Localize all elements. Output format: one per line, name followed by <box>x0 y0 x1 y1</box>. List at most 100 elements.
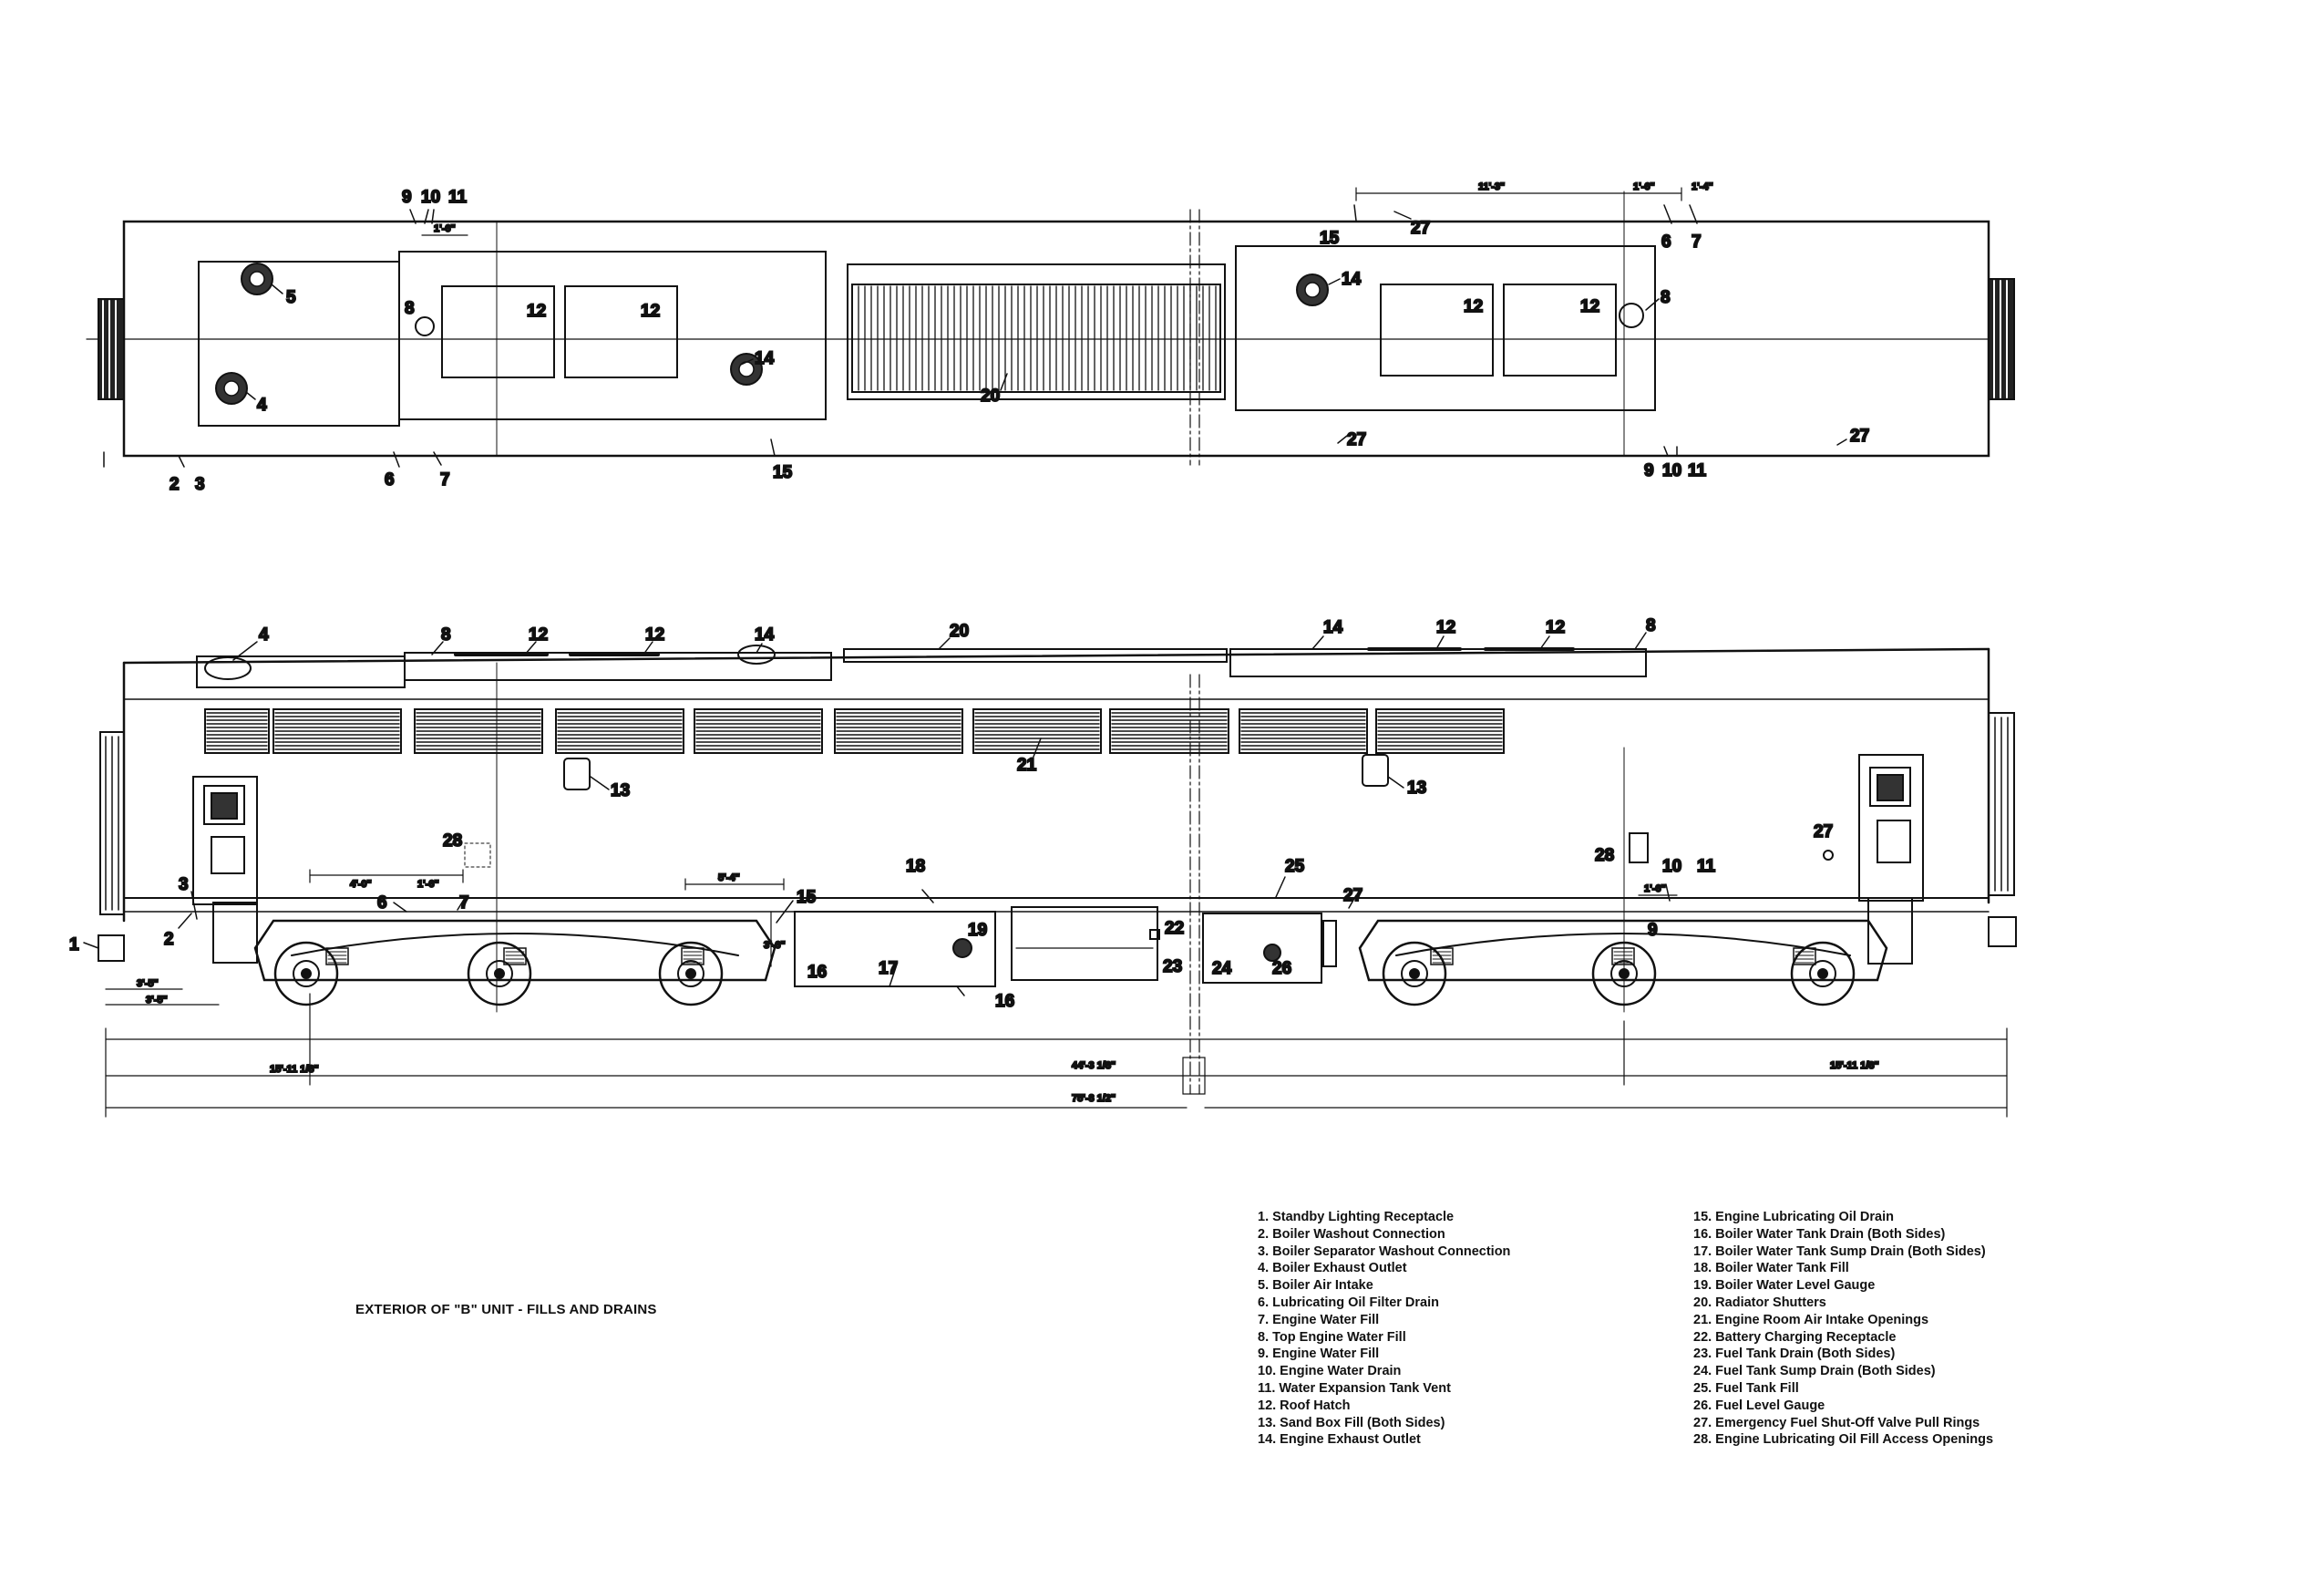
callout-12: 12 <box>645 625 664 645</box>
callout-12: 12 <box>1580 297 1599 316</box>
callout-27: 27 <box>1411 219 1430 238</box>
top-leaders <box>103 204 1847 468</box>
rear-diaphragm <box>1988 712 2015 896</box>
callout-27: 27 <box>1347 430 1366 449</box>
legend-item: 21. Engine Room Air Intake Openings <box>1693 1312 1929 1327</box>
figure-caption: EXTERIOR OF "B" UNIT - FILLS AND DRAINS <box>355 1302 657 1317</box>
exhaust-stack-icon <box>737 645 776 665</box>
dim-1-6: 1'-6" <box>1633 181 1655 192</box>
dim-3-5: 3'-5" <box>146 995 168 1006</box>
legend-column-1: 1. Standby Lighting Receptacle 2. Boiler … <box>1258 1209 1510 1449</box>
callout-11: 11 <box>1697 857 1716 876</box>
boiler-exhaust-stack-icon <box>204 656 252 680</box>
rear-step <box>1858 754 1924 965</box>
radiator-shutters <box>847 263 1226 400</box>
water-fill-cap-icon <box>415 316 435 336</box>
fuel-level-gauge-icon <box>1263 944 1281 962</box>
callout-12: 12 <box>527 302 546 321</box>
legend-item: 19. Boiler Water Level Gauge <box>1693 1278 1876 1294</box>
front-buffer <box>98 934 125 962</box>
front-coupler <box>98 298 125 400</box>
callout-11: 11 <box>448 188 468 207</box>
front-step <box>192 776 258 964</box>
callout-10: 10 <box>421 188 440 207</box>
legend-item: 10. Engine Water Drain <box>1258 1364 1402 1379</box>
legend-item: 26. Fuel Level Gauge <box>1693 1398 1825 1413</box>
callout-12: 12 <box>529 625 548 645</box>
callout-14: 14 <box>755 625 775 645</box>
callout-5: 5 <box>286 288 296 307</box>
air-intake-grilles <box>204 708 1505 754</box>
wheel <box>658 941 724 1006</box>
legend-item: 9. Engine Water Fill <box>1258 1347 1380 1362</box>
callout-27: 27 <box>1814 822 1833 841</box>
grille <box>273 708 402 754</box>
boiler-water-tank <box>794 911 996 987</box>
callout-3: 3 <box>179 875 189 894</box>
rear-buffer <box>1988 916 2017 947</box>
legend-item: 13. Sand Box Fill (Both Sides) <box>1258 1415 1445 1430</box>
front-diaphragm <box>99 731 125 915</box>
dim-5-4: 5'-4" <box>718 872 740 883</box>
callout-7: 7 <box>1692 232 1702 252</box>
callout-12: 12 <box>641 302 660 321</box>
legend-item: 2. Boiler Washout Connection <box>1258 1226 1445 1242</box>
dim-1-6: 1'-6" <box>434 223 456 234</box>
roof-hatch <box>441 285 555 378</box>
callout-1: 1 <box>69 935 79 954</box>
callout-10: 10 <box>1662 857 1681 876</box>
callout-9: 9 <box>1648 921 1658 940</box>
callout-16: 16 <box>995 992 1014 1011</box>
legend-item: 7. Engine Water Fill <box>1258 1312 1380 1327</box>
grille <box>1239 708 1368 754</box>
legend-item: 18. Boiler Water Tank Fill <box>1693 1261 1849 1276</box>
dim-11-3: 11'-3" <box>1478 181 1505 192</box>
callout-6: 6 <box>1661 232 1671 252</box>
roof-hatch <box>1380 284 1494 377</box>
oil-fill-access <box>1629 832 1649 863</box>
oil-fill-access <box>464 842 491 868</box>
legend-item: 1. Standby Lighting Receptacle <box>1258 1210 1455 1224</box>
callout-7: 7 <box>459 893 469 913</box>
battery-receptacle <box>1149 929 1160 940</box>
wheel <box>1591 941 1657 1006</box>
callout-27: 27 <box>1850 427 1869 446</box>
callout-15: 15 <box>773 463 793 482</box>
side-leaders <box>83 632 1671 996</box>
callout-6: 6 <box>377 893 387 913</box>
callout-21: 21 <box>1017 756 1037 775</box>
legend-item: 25. Fuel Tank Fill <box>1693 1380 1799 1396</box>
dim-4-0: 4'-0" <box>350 879 372 890</box>
rear-coupler <box>1988 278 2015 400</box>
dim-3-5: 3'-5" <box>137 978 159 989</box>
callout-8: 8 <box>405 299 415 318</box>
legend-item: 15. Engine Lubricating Oil Drain <box>1693 1210 1894 1224</box>
wheel <box>273 941 339 1006</box>
callout-11: 11 <box>1688 461 1707 480</box>
callout-9: 9 <box>1644 461 1654 480</box>
callout-25: 25 <box>1285 857 1305 876</box>
callout-16: 16 <box>807 963 827 982</box>
grille <box>694 708 823 754</box>
callout-20: 20 <box>950 622 969 641</box>
radiator-hood <box>843 648 1228 663</box>
legend-item: 22. Battery Charging Receptacle <box>1693 1329 1897 1345</box>
legend-item: 11. Water Expansion Tank Vent <box>1258 1380 1451 1396</box>
water-fill-cap-icon <box>1619 303 1644 328</box>
engine-roof-panel <box>398 251 827 420</box>
grille <box>1375 708 1505 754</box>
legend-item: 8. Top Engine Water Fill <box>1258 1329 1406 1345</box>
callout-2: 2 <box>164 930 174 949</box>
roof-hatch <box>1503 284 1617 377</box>
sand-box-fill <box>563 758 591 790</box>
roof-hatch <box>564 285 678 378</box>
dim-1-6: 1'-6" <box>1644 883 1666 894</box>
legend-item: 5. Boiler Air Intake <box>1258 1278 1373 1294</box>
callout-15: 15 <box>797 888 817 907</box>
legend-item: 27. Emergency Fuel Shut-Off Valve Pull R… <box>1693 1415 1980 1430</box>
pull-ring-icon <box>1823 850 1834 861</box>
callout-27: 27 <box>1343 886 1363 905</box>
dim-75-8: 75'-8 1/2" <box>1072 1093 1116 1104</box>
grille <box>555 708 684 754</box>
